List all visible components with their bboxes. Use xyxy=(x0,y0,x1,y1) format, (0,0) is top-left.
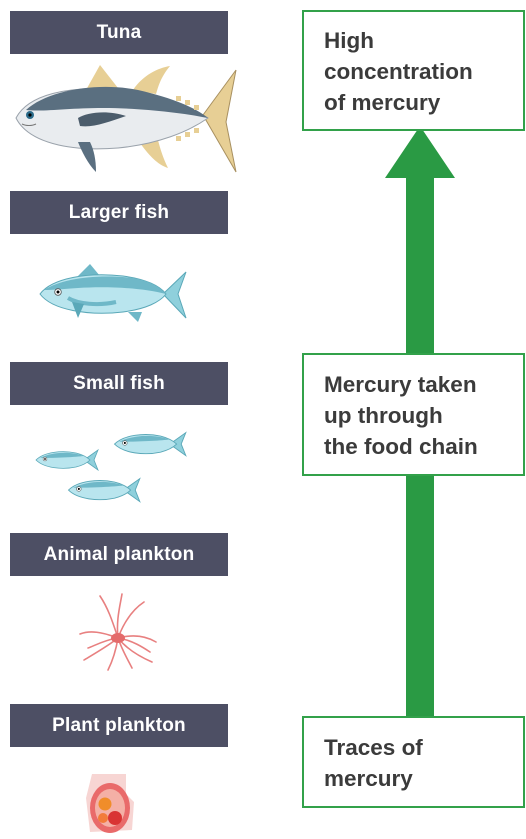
box-bottom-line-1: Traces of xyxy=(324,732,523,763)
label-tuna: Tuna xyxy=(10,11,228,54)
box-high-line-3: of mercury xyxy=(324,87,523,118)
arrow-head xyxy=(385,126,455,178)
box-middle-line-3: the food chain xyxy=(324,431,523,462)
plant-plankton-icon xyxy=(82,768,140,838)
box-traces-of-mercury: Traces of mercury xyxy=(302,716,525,808)
box-high-line-2: concentration xyxy=(324,56,523,87)
animal-plankton-icon xyxy=(72,590,162,672)
larger-fish-icon xyxy=(38,262,188,328)
label-larger-fish: Larger fish xyxy=(10,191,228,234)
box-bottom-line-2: mercury xyxy=(324,763,523,794)
box-high-concentration: High concentration of mercury xyxy=(302,10,525,131)
label-animal-plankton: Animal plankton xyxy=(10,533,228,576)
small-fish-icon xyxy=(34,428,194,508)
box-middle-line-1: Mercury taken xyxy=(324,369,523,400)
label-small-fish: Small fish xyxy=(10,362,228,405)
box-middle-line-2: up through xyxy=(324,400,523,431)
box-high-line-1: High xyxy=(324,25,523,56)
label-plant-plankton: Plant plankton xyxy=(10,704,228,747)
box-mercury-taken-up: Mercury taken up through the food chain xyxy=(302,353,525,476)
tuna-icon xyxy=(8,60,240,185)
